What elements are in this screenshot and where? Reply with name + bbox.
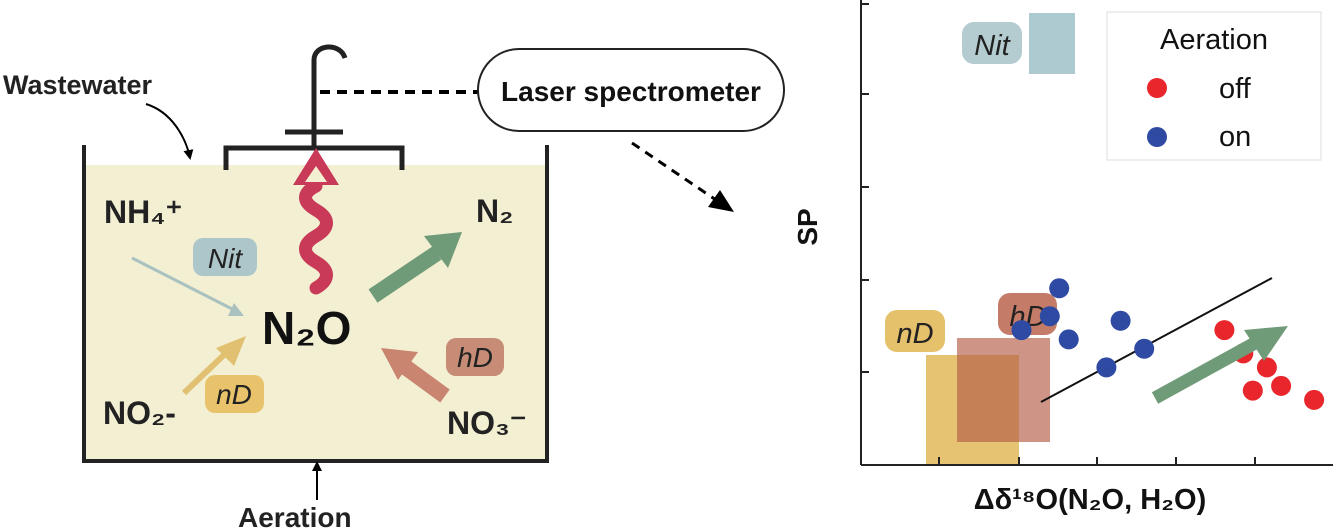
scatter-point-off [1256, 357, 1277, 378]
hd-arrow [399, 359, 450, 403]
scatter-point-on [1058, 329, 1079, 350]
hd-badge-label: hD [457, 342, 493, 373]
scatter-point-on [1096, 357, 1117, 378]
hd-arrowhead [381, 348, 418, 380]
nd-badge-label: nD [216, 379, 252, 410]
nh4-label: NH₄⁺ [104, 194, 182, 230]
nit-region [1029, 13, 1075, 74]
nit-badge [193, 238, 257, 276]
legend-box [1106, 11, 1322, 161]
nd-badge [205, 375, 264, 413]
scatter-point-on [1110, 310, 1131, 331]
scatter-point-off [1242, 380, 1263, 401]
aeration-label: Aeration [238, 502, 352, 531]
y-ticks [861, 3, 869, 373]
no3-label: NO₃⁻ [447, 405, 527, 441]
n2o-emission-squiggle [299, 179, 333, 295]
n2-emission-arrowhead [424, 232, 462, 268]
laser-spectrometer: Laser spectrometer [477, 48, 785, 212]
scatter-points [1011, 278, 1325, 410]
scatter-point-on [1134, 338, 1155, 359]
nitrification-arrow [131, 256, 239, 314]
n2o-label: N₂O [262, 302, 351, 354]
x-axis-label: Δδ¹⁸O(N₂O, H₂O) [974, 484, 1207, 516]
nd-region-label: nD [896, 318, 933, 350]
x-ticks [938, 457, 1256, 465]
trend-arrowhead [1244, 326, 1288, 361]
laser-spectrometer-label: Laser spectrometer [501, 76, 761, 107]
nitrification-arrowhead [228, 303, 244, 316]
trend-arrow [1151, 337, 1259, 404]
hd-region-badge [998, 293, 1057, 335]
legend-marker-off [1147, 78, 1167, 98]
legend-title: Aeration [1160, 24, 1268, 56]
laser-spectrometer-box [477, 48, 785, 132]
scatter-point-on [1039, 306, 1060, 327]
scatter-point-off [1304, 389, 1325, 410]
y-axis-label: SP [792, 208, 823, 245]
spectrometer-to-plot-arrowhead [708, 190, 734, 212]
wastewater-pointer-arrow [145, 103, 194, 160]
trend-line [1040, 277, 1273, 403]
nd-region-badge [885, 310, 945, 352]
nd-arrowhead [216, 336, 246, 366]
n2o-arrowhead-notch [305, 166, 327, 182]
scatter-point-on [1011, 320, 1032, 341]
n2-emission-arrow [368, 246, 442, 303]
hd-region [957, 338, 1050, 442]
legend-label-on: on [1219, 121, 1251, 153]
legend-marker-on [1147, 127, 1167, 147]
legend-label-off: off [1219, 73, 1252, 105]
no2-label: NO₂- [103, 395, 176, 431]
nit-badge-label: Nit [208, 243, 243, 274]
sp-plot: Nit nD hD SP Δδ¹⁸O(N₂O, H₂O) [792, 0, 1333, 516]
scatter-point-on [1049, 278, 1070, 299]
hd-badge [446, 338, 504, 376]
wastewater-label: Wastewater [3, 70, 153, 100]
probe-stem [285, 44, 348, 148]
tank-diagram: Wastewater Aeration NH₄⁺ NO₂- NO₃⁻ N₂ N₂… [3, 44, 549, 531]
scatter-point-off [1271, 375, 1292, 396]
scatter-point-off [1214, 320, 1235, 341]
nit-region-badge [962, 22, 1022, 64]
n2-label: N₂ [476, 193, 513, 229]
spectrometer-to-plot-arrow [631, 141, 717, 202]
nd-arrow [181, 350, 229, 396]
nit-region-label: Nit [974, 30, 1011, 62]
